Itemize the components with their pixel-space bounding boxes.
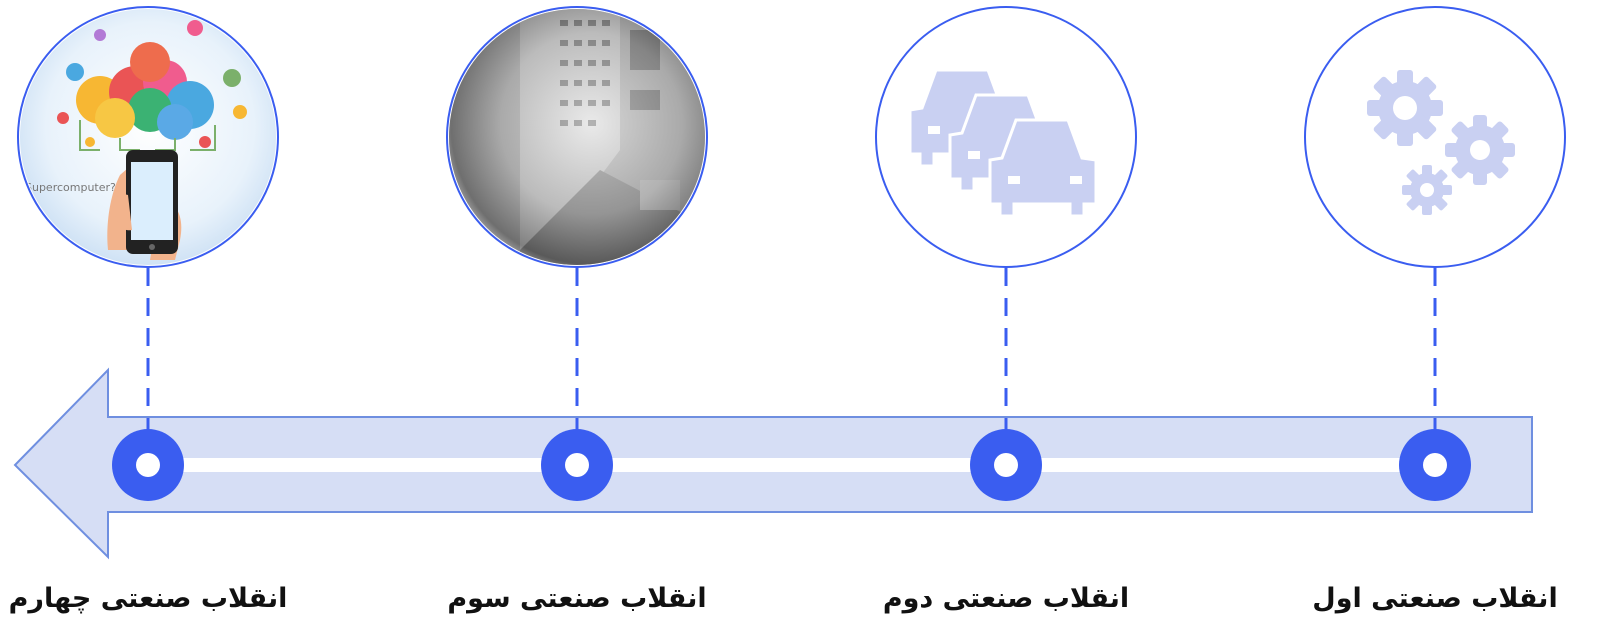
milestone-second [970,429,1042,501]
stage-label-third: انقلاب صنعتی سوم [447,583,707,614]
timeline-track [148,458,1434,472]
mainframe-computer-photo [449,9,705,265]
stage-third-circle [446,6,708,268]
stage-label-first: انقلاب صنعتی اول [1312,583,1558,614]
stage-fourth-circle: Supercomputer? [17,6,279,268]
stage-second-circle [875,6,1137,268]
cars-icon [908,68,1098,218]
stage-label-fourth: انقلاب صنعتی چهارم [8,583,288,614]
gears-icon [1367,70,1515,215]
stage-label-second: انقلاب صنعتی دوم [882,583,1130,614]
milestone-third [541,429,613,501]
supercomputer-caption: Supercomputer? [25,181,116,194]
cloud-smartphone-illustration: Supercomputer? [20,9,276,265]
stage-first-circle [1304,6,1566,268]
milestone-first [1399,429,1471,501]
milestone-fourth [112,429,184,501]
